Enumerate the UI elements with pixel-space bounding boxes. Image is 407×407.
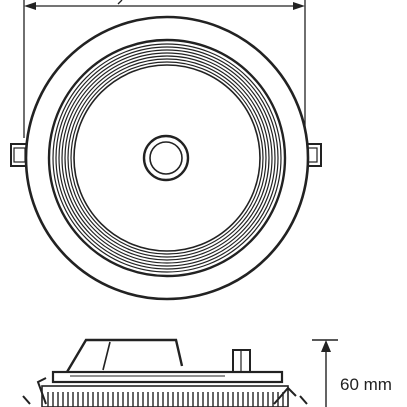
heatsink [41,385,289,407]
outer-rim [24,15,310,301]
reflector-rings [47,38,287,278]
height-dimension [312,339,338,407]
dimension-arrow-right [293,2,305,10]
heatsink-fins [47,392,284,407]
top-view [10,0,322,301]
driver-housing-seam [102,341,111,371]
side-view [22,338,308,407]
height-arrow-top [321,340,331,352]
dimension-label-fragment [117,0,123,5]
center-sensor-lens [149,141,183,175]
driver-housing [65,338,184,373]
center-sensor-outer [142,134,190,182]
dimension-arrow-left [24,2,36,10]
side-flange-right [299,395,308,405]
side-spring-clip-left [36,377,47,405]
diameter-dimension [23,0,306,138]
body-plate [51,370,284,384]
spring-clip-left-inner [13,147,26,163]
height-dimension-label: 60 mm [340,375,392,394]
side-flange-left [22,395,31,405]
